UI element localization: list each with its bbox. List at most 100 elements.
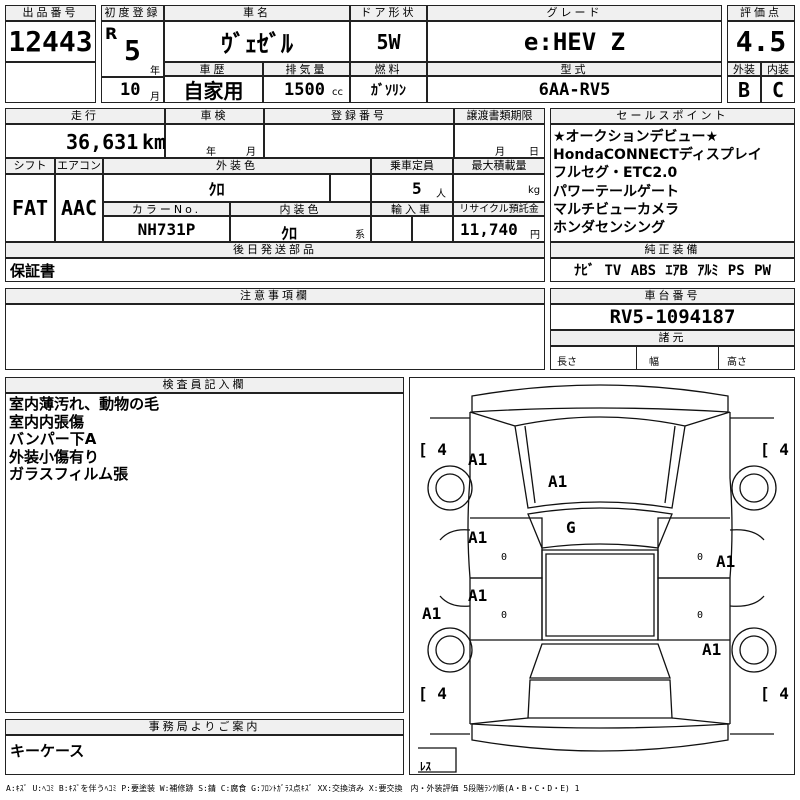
mileage-unit: km — [142, 130, 167, 154]
transfer-month-unit: 月 — [495, 147, 505, 158]
selling-point-line: フルセグ・ETC2.0 — [553, 165, 678, 182]
selling-points-box: ★オークションデビュー★ HondaCONNECTディスプレイ フルセグ・ETC… — [550, 124, 795, 242]
later-parts-label: 後日発送部品 — [5, 242, 545, 258]
history-value: 自家用 — [164, 76, 263, 103]
spec-width-label: 幅 — [649, 357, 659, 368]
reg-month: 10 — [120, 80, 141, 100]
tire-fr-depth: 4 — [779, 440, 789, 459]
selling-point-line: マルチビューカメラ — [553, 201, 679, 218]
inspection-month-unit: 月 — [246, 147, 256, 158]
mark-right-rear: A1 — [702, 640, 722, 659]
tire-rr-depth: 4 — [779, 684, 789, 703]
tire-fr: [ 4 — [760, 440, 789, 459]
mark-front-left-fender: A1 — [468, 450, 488, 469]
selling-point-line: パワーテールゲート — [553, 183, 679, 200]
spec-height-label: 高さ — [727, 357, 747, 368]
mileage-label: 走行 — [5, 108, 165, 124]
lot-number: 12443 — [5, 21, 96, 62]
legend: A:ｷｽﾞ U:ﾍｺﾐ B:ｷｽﾞを伴うﾍｺﾐ P:要塗装 W:補修跡 S:錆 … — [6, 784, 580, 793]
int-color-value: ｸﾛ — [281, 224, 298, 243]
transfer-deadline-cell: 月 日 — [454, 124, 545, 158]
selling-points-label: セールスポイント — [550, 108, 795, 124]
ext-grade-value: B — [727, 76, 761, 103]
ext-grade-label: 外装 — [727, 62, 761, 76]
fuel-label: 燃料 — [350, 62, 427, 76]
office-value: キーケース — [5, 735, 404, 775]
int-grade-value: C — [761, 76, 795, 103]
shift-label: シフト — [5, 158, 55, 174]
zero-mark: 0 — [501, 552, 508, 563]
displacement-label: 排気量 — [263, 62, 350, 76]
chassis-label: 車台番号 — [550, 288, 795, 304]
int-grade-label: 内装 — [761, 62, 795, 76]
capacity-label: 乗車定員 — [371, 158, 453, 174]
inspector-line: 室内内張傷 — [9, 412, 85, 431]
car-name: ｳﾞｪｾﾞﾙ — [164, 21, 350, 62]
grade-value: e:HEV Z — [427, 21, 722, 62]
int-color-label: 内装色 — [230, 202, 371, 216]
tire-fl: [ 4 — [418, 440, 447, 459]
ext-color-blank — [330, 174, 371, 202]
recycle-cell: 11,740 円 — [453, 216, 545, 242]
shift-value: FAT — [5, 174, 55, 242]
score-value: 4.5 — [727, 21, 795, 62]
lot-number-label: 出品番号 — [5, 5, 96, 21]
specs-row: 長さ 幅 高さ — [550, 346, 795, 370]
transfer-day-unit: 日 — [529, 147, 539, 158]
ext-color-value: ｸﾛ — [103, 174, 330, 202]
tire-fl-depth: 4 — [437, 440, 447, 459]
inspector-line: 外装小傷有り — [9, 447, 100, 466]
int-color-unit: 系 — [355, 230, 365, 241]
tire-rl: [ 4 — [418, 684, 447, 703]
first-reg-label: 初度登録 — [101, 5, 164, 21]
recycle-value: 11,740 — [460, 220, 518, 239]
lot-number-blank — [5, 62, 96, 103]
selling-point-line: ホンダセンシング — [553, 220, 665, 237]
mileage-cell: 36,631 km — [5, 124, 167, 158]
model-label: 型式 — [427, 62, 722, 76]
spec-length-label: 長さ — [557, 357, 577, 368]
recycle-unit: 円 — [530, 230, 540, 241]
displacement-unit: cc — [332, 87, 343, 98]
reg-number-label: 登録番号 — [264, 108, 454, 124]
inspection-year-unit: 年 — [206, 147, 216, 158]
inspector-line: 室内薄汚れ、動物の毛 — [9, 395, 160, 413]
car-name-label: 車名 — [164, 5, 350, 21]
import-label: 輸入車 — [371, 202, 453, 216]
inspection-cell: 年 月 — [165, 124, 264, 158]
selling-point-line: ★オークションデビュー★ — [553, 129, 719, 145]
displacement-value: 1500 — [284, 80, 325, 100]
inspector-label: 検査員記入欄 — [5, 377, 404, 393]
ext-color-label: 外装色 — [103, 158, 371, 174]
mark-windshield: G — [566, 518, 576, 537]
grade-label: グレード — [427, 5, 722, 21]
reg-era: R — [105, 24, 118, 43]
reg-month-unit: 月 — [150, 92, 160, 103]
inspector-notes: 室内薄汚れ、動物の毛 室内内張傷 バンパー下A 外装小傷有り ガラスフィルム張 — [5, 393, 404, 713]
car-outline — [418, 384, 777, 773]
mark-right-door: A1 — [716, 552, 736, 571]
notes-box — [5, 304, 545, 370]
color-no-label: カラーNo. — [103, 202, 230, 216]
first-reg-year-cell: R 5 年 — [101, 21, 164, 77]
aircon-label: エアコン — [55, 158, 103, 174]
mark-rear-left-door: A1 — [468, 586, 488, 605]
history-label: 車歴 — [164, 62, 263, 76]
spare-tire: ﾚｽ — [420, 760, 431, 773]
equipment-label: 純正装備 — [550, 242, 795, 258]
max-load-cell: kg — [453, 174, 545, 202]
capacity-unit: 人 — [436, 189, 446, 200]
import-cell-b — [412, 216, 453, 242]
model-value: 6AA-RV5 — [427, 76, 722, 103]
reg-number-cell — [264, 124, 454, 158]
later-parts-value: 保証書 — [5, 258, 545, 282]
recycle-label: リサイクル預託金 — [453, 202, 545, 216]
capacity-value: 5 — [412, 179, 422, 198]
transfer-deadline-label: 譲渡書類期限 — [454, 108, 545, 124]
max-load-unit: kg — [528, 185, 541, 196]
mark-hood: A1 — [548, 472, 568, 491]
tire-rr: [ 4 — [760, 684, 789, 703]
mileage-value: 36,631 — [66, 130, 139, 154]
selling-point-line: HondaCONNECTディスプレイ — [553, 147, 762, 164]
reg-year: 5 — [124, 34, 141, 67]
